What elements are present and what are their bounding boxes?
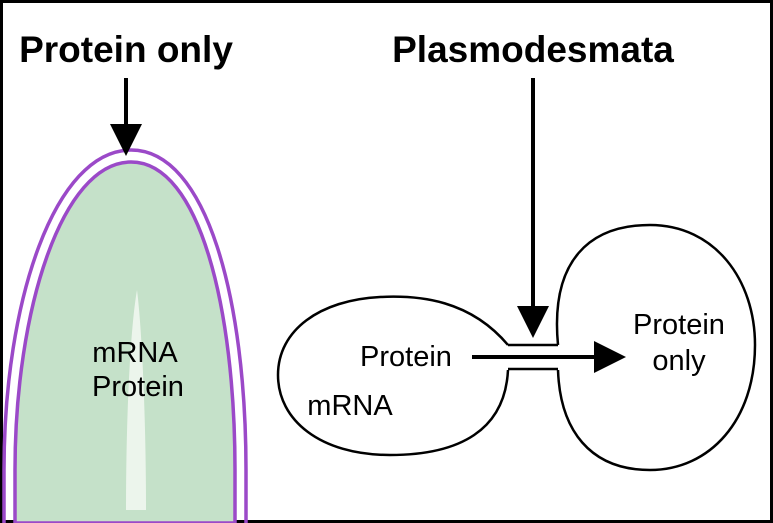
- meristem-mrna-label: mRNA: [92, 337, 178, 369]
- meristem-inner-outline: [13, 160, 237, 523]
- cell-a-outline: [276, 295, 510, 457]
- meristem-streak: [126, 290, 146, 510]
- left-title: Protein only: [19, 29, 233, 70]
- cell-pair: [276, 223, 757, 472]
- cell-b-only-label: only: [652, 345, 706, 377]
- right-title: Plasmodesmata: [392, 29, 674, 70]
- cell-a-mrna-label: mRNA: [307, 390, 393, 422]
- cell-b-protein-label: Protein: [633, 309, 725, 341]
- cell-a-protein-label: Protein: [360, 341, 452, 373]
- cell-b-outline: [555, 223, 757, 472]
- meristem-shape: [2, 148, 248, 523]
- meristem-protein-label: Protein: [92, 371, 184, 403]
